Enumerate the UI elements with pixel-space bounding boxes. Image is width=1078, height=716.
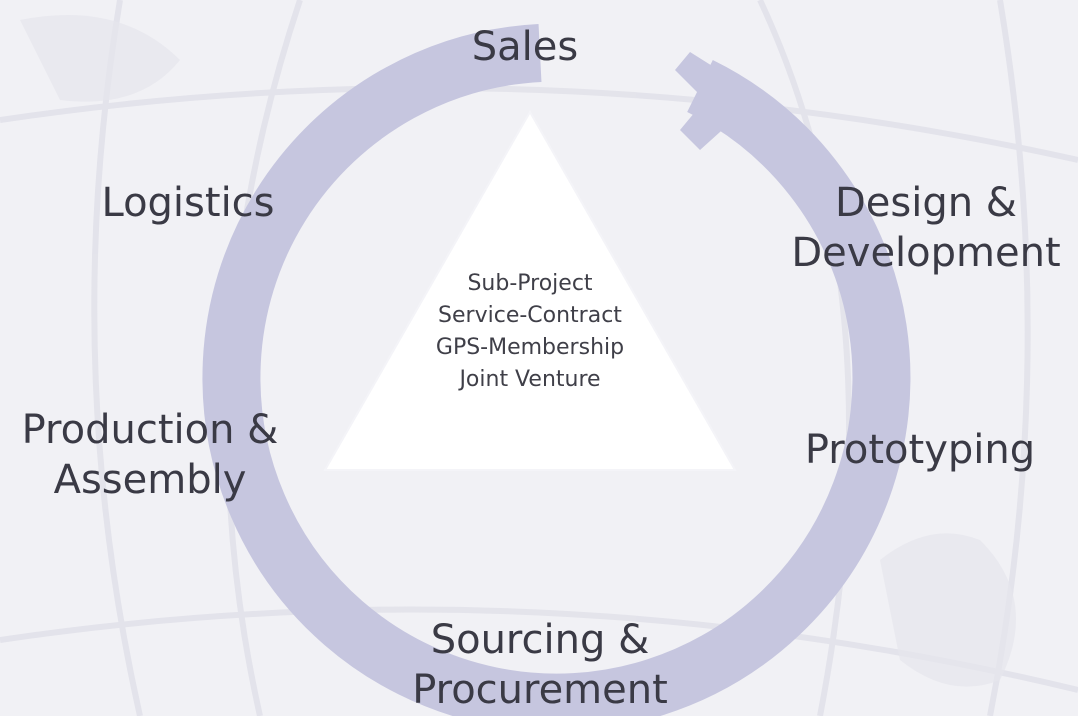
center-list: Sub-Project Service-Contract GPS-Members… xyxy=(400,268,660,396)
stage-design-development: Design & Development xyxy=(780,178,1072,278)
stage-prototyping-line-1: Prototyping xyxy=(804,427,1036,473)
stage-logistics-line-1: Logistics xyxy=(101,180,275,226)
stage-sales: Sales xyxy=(465,22,585,72)
stage-production-assembly: Production & Assembly xyxy=(8,405,292,505)
stage-production-line-2: Assembly xyxy=(53,457,247,503)
stage-prototyping: Prototyping xyxy=(790,425,1050,475)
stage-sourcing-line-1: Sourcing & xyxy=(430,617,650,663)
cycle-ring xyxy=(202,24,911,716)
center-item-joint-venture: Joint Venture xyxy=(459,367,601,392)
stage-sourcing-line-2: Procurement xyxy=(412,667,668,713)
continent-shapes xyxy=(20,15,1016,687)
center-item-service-contract: Service-Contract xyxy=(438,303,622,328)
stage-sales-line-1: Sales xyxy=(471,24,579,70)
center-item-sub-project: Sub-Project xyxy=(467,271,593,296)
stage-design-line-2: Development xyxy=(791,230,1061,276)
cycle-arrowhead xyxy=(675,52,760,150)
center-triangle xyxy=(323,109,737,471)
stage-sourcing-procurement: Sourcing & Procurement xyxy=(400,615,680,715)
stage-design-line-1: Design & xyxy=(834,180,1017,226)
stage-logistics: Logistics xyxy=(90,178,286,228)
center-item-gps-membership: GPS-Membership xyxy=(435,335,625,360)
stage-production-line-1: Production & xyxy=(21,407,279,453)
